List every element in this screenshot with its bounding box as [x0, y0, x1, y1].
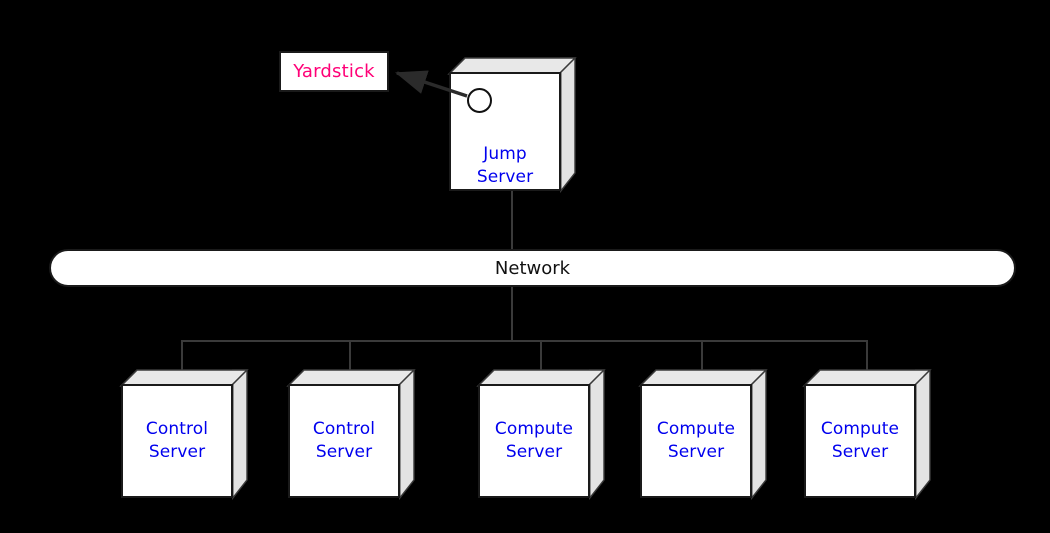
- control-server-1-front-face: [121, 384, 233, 498]
- yardstick-label: Yardstick: [293, 61, 375, 82]
- connector-bus-to-compute-server-3: [866, 340, 868, 372]
- compute-server-3-right-face: [915, 369, 931, 501]
- control-server-2-front-face: [288, 384, 400, 498]
- yardstick-note-box[interactable]: Yardstick: [279, 51, 389, 92]
- connector-jumpserver-to-network: [511, 191, 513, 251]
- connector-bus-to-control-server-1: [181, 340, 183, 372]
- connector-bus-to-compute-server-1: [540, 340, 542, 372]
- compute-server-2-front-face: [640, 384, 752, 498]
- network-bar[interactable]: Network: [49, 249, 1016, 287]
- control-server-1-right-face: [232, 369, 248, 501]
- jump-server-front-face: [449, 72, 561, 191]
- compute-server-2-right-face: [751, 369, 767, 501]
- control-server-2-right-face: [399, 369, 415, 501]
- connector-bus-to-compute-server-2: [701, 340, 703, 372]
- server-distribution-bus: [181, 340, 868, 342]
- connector-network-to-bus: [511, 286, 513, 341]
- compute-server-1-right-face: [589, 369, 605, 501]
- jump-server-right-face: [560, 57, 576, 194]
- jump-server-node[interactable]: Jump Server: [447, 57, 577, 194]
- network-label: Network: [494, 257, 571, 279]
- compute-server-1-front-face: [478, 384, 590, 498]
- connector-bus-to-control-server-2: [349, 340, 351, 372]
- jump-server-interface-circle-icon: [467, 88, 492, 113]
- compute-server-3-front-face: [804, 384, 916, 498]
